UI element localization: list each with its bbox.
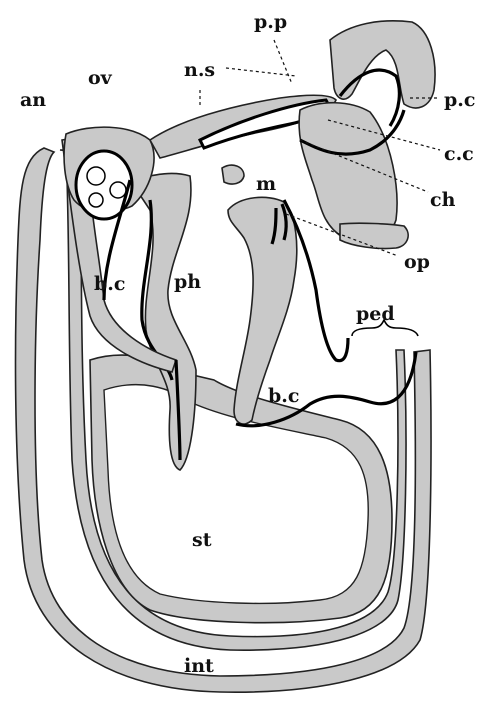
label-ov: ov [88, 67, 113, 89]
label-bc-right: b.c [268, 385, 299, 407]
label-bc-left: b.c [94, 273, 125, 295]
label-op: op [404, 251, 430, 273]
preoral-lobe [330, 21, 435, 108]
label-pp: p.p [254, 11, 287, 33]
label-cc: c.c [444, 143, 474, 165]
label-m: m [256, 173, 276, 195]
pericardium [299, 103, 397, 242]
mouth-knob [222, 165, 244, 184]
label-ph: ph [174, 271, 201, 293]
label-an: an [20, 89, 46, 111]
label-pc: p.c [444, 89, 475, 111]
tentacle-bud [340, 223, 408, 248]
otocyst-cell-3 [89, 193, 103, 207]
label-int: int [184, 655, 214, 677]
otocyst-cell-2 [110, 182, 126, 198]
leader-pp [274, 40, 292, 84]
otocyst-cell-1 [87, 167, 105, 185]
label-st: st [192, 529, 212, 551]
label-ns: n.s [184, 59, 215, 81]
label-ped: ped [356, 303, 395, 325]
label-ch: ch [430, 189, 456, 211]
